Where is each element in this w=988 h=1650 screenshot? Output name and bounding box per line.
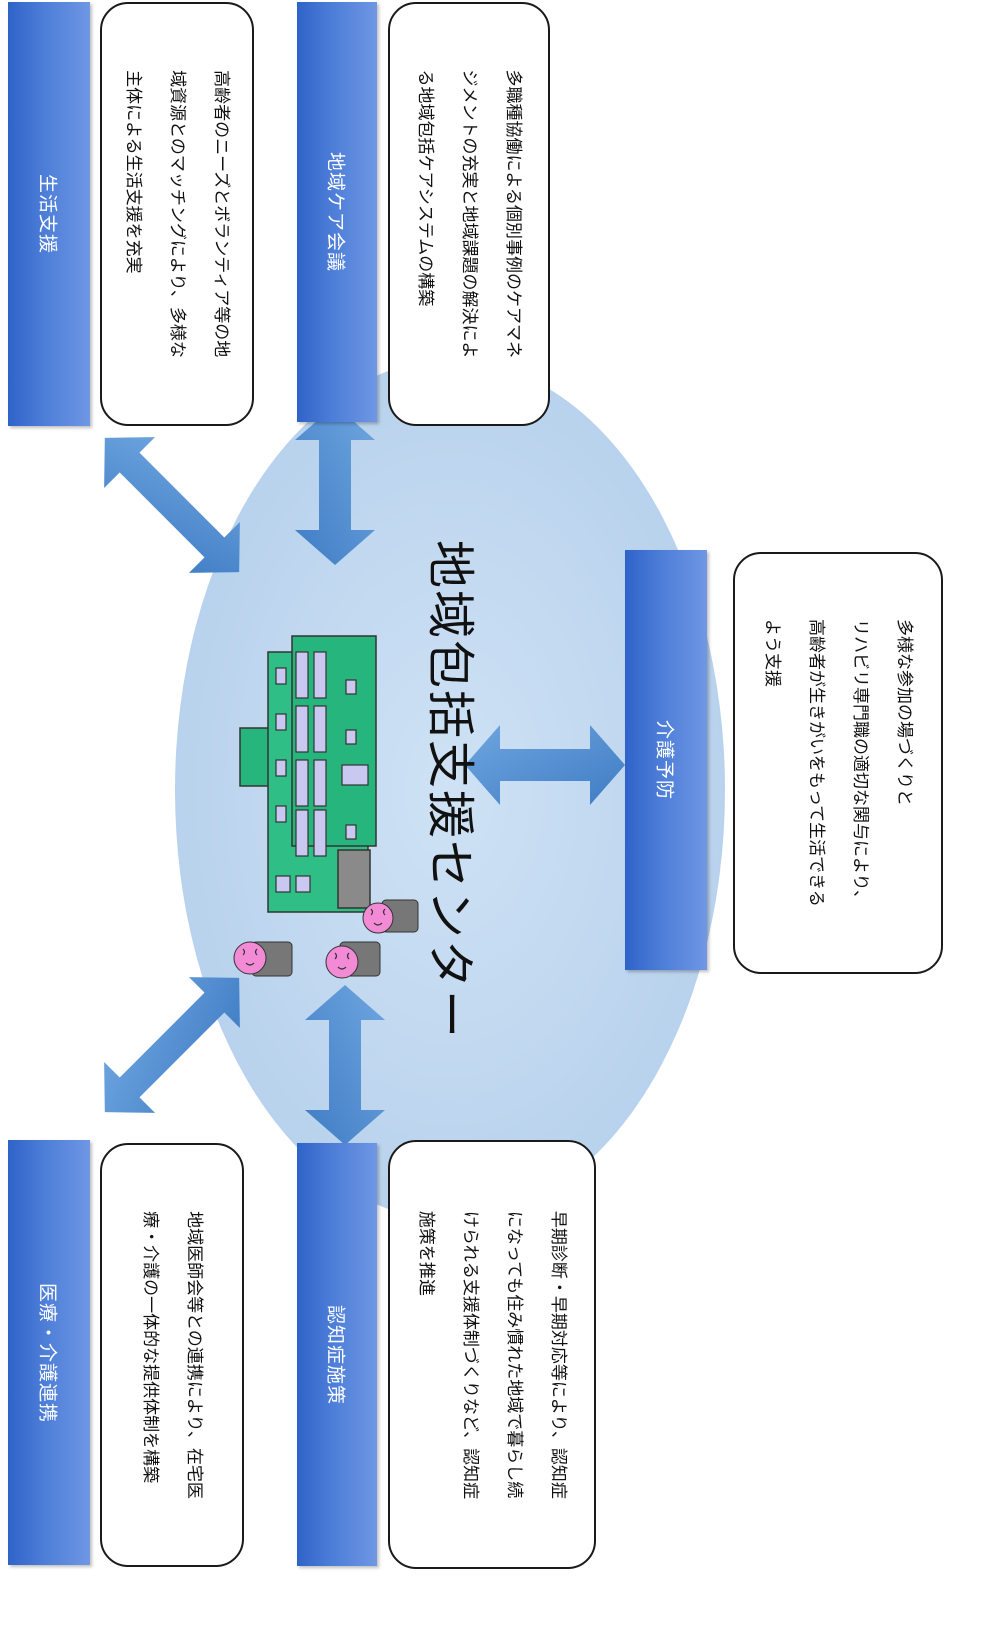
desc-care-kaigi-text: 多職種協働による個別事例のケアマネ ジメントの充実と地域課題の解決によ る地域包… — [403, 70, 535, 359]
desc-ninchishou-text: 早期診断・早期対応等により、認知症 になっても住み慣れた地域で暮らし続 けられる… — [404, 1210, 580, 1498]
desc-line: 域資源とのマッチングにより、多様な — [167, 70, 187, 358]
center-title: 地域包括支援センター — [422, 539, 478, 1041]
label-seikatsu-text: 生活支援 — [36, 173, 59, 255]
building-illustration — [239, 635, 377, 913]
desc-line: 療・介護の一体的な提供体制を構築 — [140, 1211, 160, 1484]
desc-line: 主体による生活支援を充実 — [123, 70, 143, 274]
desc-line: になっても住み慣れた地域で暮らし続 — [504, 1210, 524, 1498]
desc-line: けられる支援体制づくりなど、認知症 — [460, 1210, 480, 1499]
desc-line: 多様な参加の場づくりと — [894, 619, 914, 807]
desc-seikatsu-text: 高齢者のニーズとボランティア等の地 域資源とのマッチングにより、多様な 主体によ… — [111, 70, 243, 358]
desc-kaigo-yobou: 多様な参加の場づくりと リハビリ専門職の適切な関与により、 高齢者が生きがいをも… — [733, 552, 943, 974]
desc-line: ジメントの充実と地域課題の解決によ — [459, 69, 479, 359]
label-care-kaigi-text: 地域ケア会議 — [324, 151, 347, 273]
label-iryou: 医療・介護連携 — [8, 1140, 90, 1565]
label-seikatsu: 生活支援 — [8, 2, 90, 426]
label-kaigo-yobou-text: 介護予防 — [653, 719, 676, 801]
desc-line: よう支援 — [762, 619, 782, 688]
arrow-ninchishou — [305, 985, 385, 1145]
desc-care-kaigi: 多職種協働による個別事例のケアマネ ジメントの充実と地域課題の解決によ る地域包… — [388, 2, 550, 426]
label-ninchishou: 認知症施策 — [297, 1143, 377, 1566]
arrow-kaigo-yobou — [465, 725, 625, 805]
person-3 — [362, 899, 419, 934]
arrow-care-kaigi — [295, 405, 375, 565]
desc-line: リハビリ専門職の適切な関与により、 — [850, 619, 870, 907]
desc-line: 早期診断・早期対応等により、認知症 — [548, 1210, 568, 1499]
desc-line: 地域医師会等との連携により、在宅医 — [184, 1211, 204, 1499]
arrow-iryou — [104, 977, 240, 1113]
desc-iryou: 地域医師会等との連携により、在宅医 療・介護の一体的な提供体制を構築 — [100, 1143, 244, 1567]
desc-line: 施策を推進 — [416, 1210, 436, 1296]
arrow-seikatsu — [104, 437, 240, 573]
desc-line: る地域包括ケアシステムの構築 — [415, 69, 435, 307]
person-1 — [233, 941, 293, 977]
label-iryou-text: 医療・介護連携 — [36, 1282, 59, 1423]
center-ellipse — [175, 360, 725, 1220]
desc-iryou-text: 地域医師会等との連携により、在宅医 療・介護の一体的な提供体制を構築 — [128, 1211, 216, 1499]
desc-line: 多職種協働による個別事例のケアマネ — [503, 69, 523, 359]
label-care-kaigi: 地域ケア会議 — [297, 2, 377, 422]
person-2 — [325, 941, 381, 979]
desc-kaigo-yobou-text: 多様な参加の場づくりと リハビリ専門職の適切な関与により、 高齢者が生きがいをも… — [750, 619, 926, 907]
desc-seikatsu: 高齢者のニーズとボランティア等の地 域資源とのマッチングにより、多様な 主体によ… — [100, 2, 254, 426]
label-ninchishou-text: 認知症施策 — [324, 1304, 347, 1405]
desc-line: 高齢者のニーズとボランティア等の地 — [211, 70, 231, 358]
desc-line: 高齢者が生きがいをもって生活できる — [806, 619, 826, 907]
desc-ninchishou: 早期診断・早期対応等により、認知症 になっても住み慣れた地域で暮らし続 けられる… — [388, 1140, 596, 1569]
label-kaigo-yobou: 介護予防 — [625, 550, 707, 970]
